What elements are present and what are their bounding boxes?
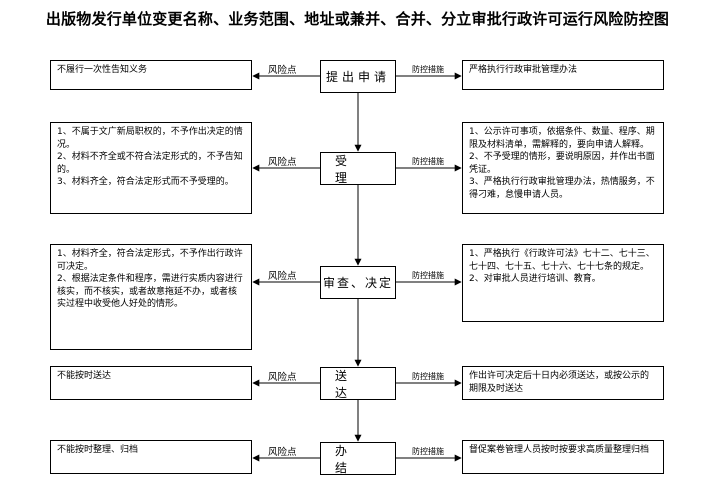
prevent-box-4: 作出许可决定后十日内必须送达，或按公示的期限及时送达 — [462, 366, 664, 400]
step-box-5: 办 结 — [320, 442, 396, 475]
risk-label-3: 风险点 — [268, 271, 297, 282]
prevent-label-3: 防控措施 — [412, 271, 444, 280]
risk-box-5: 不能按时整理、归档 — [50, 440, 252, 474]
risk-text: 3、材料齐全，符合法定形式而不予受理的。 — [57, 177, 234, 187]
risk-text: 不履行一次性告知义务 — [57, 65, 148, 75]
risk-text: 不能按时整理、归档 — [57, 445, 139, 455]
risk-text: 2、根据法定条件和程序，需进行实质内容进行核实，而不核实，或者故意拖延不办，或者… — [57, 274, 243, 309]
step-box-2: 受 理 — [320, 152, 396, 185]
prevent-label-5: 防控措施 — [412, 447, 444, 456]
prevent-text: 作出许可决定后十日内必须送达，或按公示的期限及时送达 — [469, 371, 650, 394]
prevent-text: 1、严格执行《行政许可法》七十二、七十三、七十四、七十五、七十六、七十七条的规定… — [469, 249, 655, 272]
prevent-text: 1、公示许可事项，依据条件、数量、程序、期限及材料清单，需解释的，要向申请人解释… — [469, 127, 655, 150]
risk-box-1: 不履行一次性告知义务 — [50, 60, 252, 90]
risk-label-2: 风险点 — [268, 157, 297, 168]
prevent-text: 2、不予受理的情形，要说明原因，并作出书面凭证。 — [469, 152, 655, 175]
step-box-1: 提出申请 — [320, 60, 396, 93]
prevent-label-1: 防控措施 — [412, 65, 444, 74]
risk-text: 2、材料不齐全或不符合法定形式的，不予告知的。 — [57, 152, 243, 175]
prevent-box-1: 严格执行行政审批管理办法 — [462, 60, 664, 90]
risk-box-4: 不能按时送达 — [50, 366, 252, 400]
step-box-4: 送 达 — [320, 367, 396, 400]
risk-text: 不能按时送达 — [57, 371, 112, 381]
prevent-text: 严格执行行政审批管理办法 — [469, 65, 578, 75]
prevent-label-4: 防控措施 — [412, 372, 444, 381]
risk-text: 1、不属于文广新局职权的，不予作出决定的情况。 — [57, 127, 243, 150]
risk-label-5: 风险点 — [268, 447, 297, 458]
risk-text: 1、材料齐全，符合法定形式，不予作出行政许可决定。 — [57, 249, 243, 272]
diagram-title: 出版物发行单位变更名称、业务范围、地址或兼并、合并、分立审批行政许可运行风险防控… — [45, 10, 670, 28]
step-box-3: 审查、决定 — [320, 266, 396, 299]
prevent-label-2: 防控措施 — [412, 157, 444, 166]
risk-box-2: 1、不属于文广新局职权的，不予作出决定的情况。 2、材料不齐全或不符合法定形式的… — [50, 122, 252, 214]
prevent-text: 督促案卷管理人员按时按要求高质量整理归档 — [469, 445, 650, 455]
prevent-box-2: 1、公示许可事项，依据条件、数量、程序、期限及材料清单，需解释的，要向申请人解释… — [462, 122, 664, 214]
prevent-text: 2、对审批人员进行培训、教育。 — [469, 274, 601, 284]
risk-label-1: 风险点 — [268, 65, 297, 76]
prevent-box-3: 1、严格执行《行政许可法》七十二、七十三、七十四、七十五、七十六、七十七条的规定… — [462, 244, 664, 322]
prevent-box-5: 督促案卷管理人员按时按要求高质量整理归档 — [462, 440, 664, 474]
risk-label-4: 风险点 — [268, 372, 297, 383]
prevent-text: 3、严格执行行政审批管理办法，热情服务，不得刁难，怠慢申请人员。 — [469, 177, 655, 200]
risk-box-3: 1、材料齐全，符合法定形式，不予作出行政许可决定。 2、根据法定条件和程序，需进… — [50, 244, 252, 350]
